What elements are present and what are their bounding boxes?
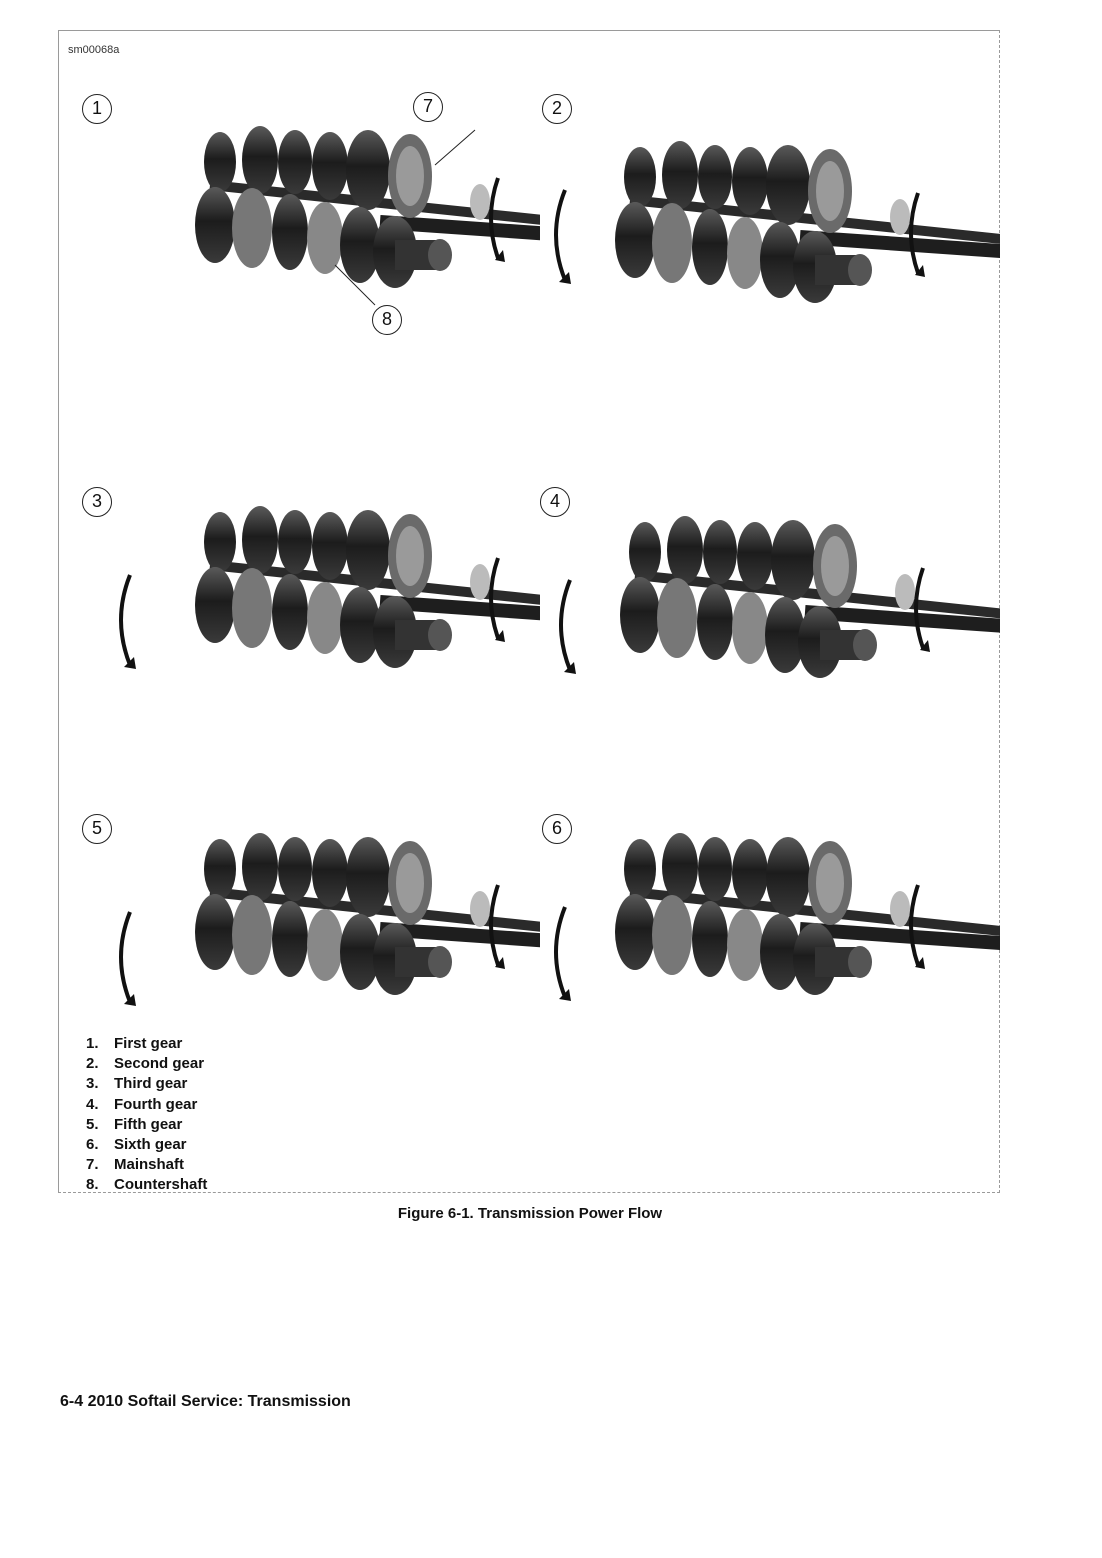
callout-4: 4 [540, 487, 570, 517]
legend-item: 7. Mainshaft [86, 1155, 207, 1175]
legend-text: Mainshaft [114, 1156, 185, 1174]
legend-text: Fourth gear [114, 1095, 198, 1113]
legend-number: 5. [86, 1115, 99, 1133]
figure-caption: Figure 6-1. Transmission Power Flow [397, 1205, 663, 1222]
gear-panel-2: 2 [540, 90, 1000, 370]
callout-6: 6 [542, 814, 572, 844]
callout-3: 3 [82, 487, 112, 517]
callout-2: 2 [542, 94, 572, 124]
fourth-gear-illustration [559, 514, 1000, 682]
legend-text: First gear [114, 1035, 183, 1052]
legend-text: Sixth gear [114, 1135, 187, 1153]
gear-panel-3: 3 [80, 485, 540, 765]
figure-id: sm00068a [68, 44, 120, 56]
legend-item: 5. Fifth gear [86, 1115, 207, 1135]
figure-legend: 1.First gear 2.Second gear 3.Third gear … [86, 1034, 207, 1196]
legend-item: 4. Fourth gear [86, 1095, 207, 1115]
callout-8: 8 [372, 305, 402, 335]
legend-number: 6. [86, 1135, 99, 1153]
callout-7: 7 [413, 92, 443, 122]
sixth-gear-illustration [554, 831, 1000, 1003]
second-gear-illustration [554, 139, 1000, 307]
gear-panel-5: 5 [80, 812, 540, 1092]
legend-item: 1. First gear [86, 1034, 207, 1054]
legend-number: 7. [86, 1156, 99, 1174]
legend-text: Fifth gear [114, 1115, 183, 1133]
callout-5: 5 [82, 814, 112, 844]
legend-item: 6. Sixth gear [86, 1135, 207, 1155]
legend-item: 3. Third gear [86, 1074, 207, 1094]
legend-text: Third gear [114, 1075, 188, 1093]
gear-panel-4: 4 [540, 485, 1000, 765]
legend-number: 1. [86, 1035, 99, 1052]
legend-number: 2. [86, 1055, 99, 1073]
legend-item: 8. Countershaft [86, 1175, 207, 1195]
page-footer: 6-4 2010 Softail Service: Transmission [60, 1393, 351, 1410]
legend-text: Second gear [114, 1055, 205, 1073]
legend-text: Countershaft [114, 1176, 208, 1194]
gear-panel-1: 1 7 8 [80, 90, 540, 370]
callout-1: 1 [82, 94, 112, 124]
third-gear-illustration [119, 504, 540, 672]
gear-panel-6: 6 [540, 812, 1000, 1092]
legend-number: 4. [86, 1095, 99, 1113]
legend-number: 8. [86, 1176, 99, 1194]
legend-number: 3. [86, 1075, 99, 1093]
first-gear-illustration [193, 124, 540, 306]
legend-item: 2. Second gear [86, 1054, 207, 1074]
